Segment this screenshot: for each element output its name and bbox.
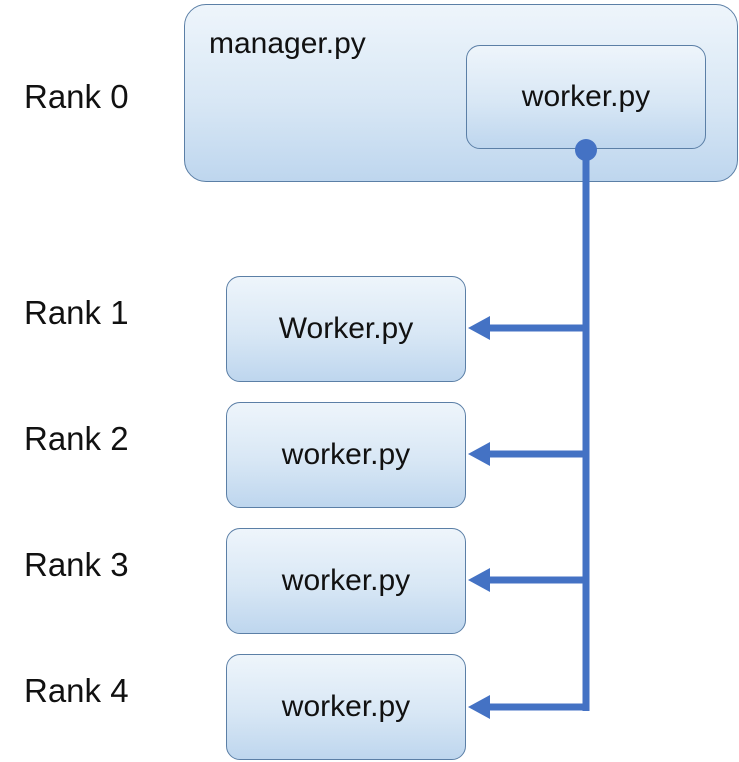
worker-box-rank-4: worker.py — [226, 654, 466, 760]
worker-box-rank-1: Worker.py — [226, 276, 466, 382]
manager-process-box: manager.py worker.py — [184, 4, 738, 182]
rank-1-label: Rank 1 — [24, 294, 129, 331]
arrowhead-rank-4 — [468, 695, 490, 719]
rank-3-label: Rank 3 — [24, 546, 129, 583]
rank-4-label: Rank 4 — [24, 672, 129, 709]
manager-label: manager.py — [209, 27, 366, 60]
manager-worker-box: worker.py — [466, 45, 706, 149]
worker-box-rank-2: worker.py — [226, 402, 466, 508]
rank-0-label: Rank 0 — [24, 78, 129, 115]
rank-2-label: Rank 2 — [24, 420, 129, 457]
arrowhead-rank-1 — [468, 316, 490, 340]
arrowhead-rank-2 — [468, 442, 490, 466]
worker-box-rank-3: worker.py — [226, 528, 466, 634]
arrowhead-rank-3 — [468, 568, 490, 592]
